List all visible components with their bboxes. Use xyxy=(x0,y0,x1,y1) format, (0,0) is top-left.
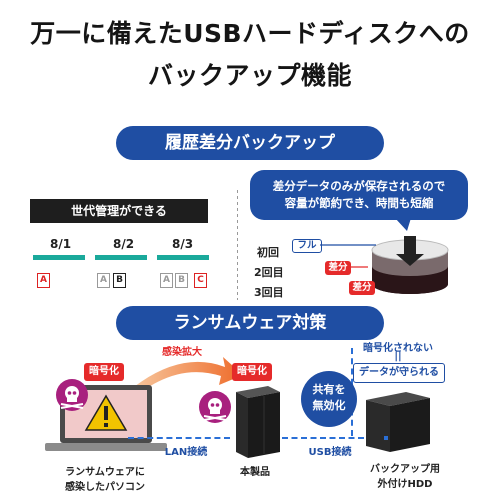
product-caption: 本製品 xyxy=(240,467,270,478)
badge-line2: 無効化 xyxy=(312,399,346,412)
tag-diff-3: 差分 xyxy=(349,281,375,295)
page-title-line2: バックアップ機能 xyxy=(147,61,352,90)
bubble-text-line1: 差分データのみが保存されるので xyxy=(272,179,446,193)
lan-connection-line xyxy=(128,437,230,439)
nas-product-icon xyxy=(236,386,280,458)
file-icon-b: B xyxy=(113,273,126,288)
row-label-second: 2回目 xyxy=(254,266,284,279)
page-title-line1: 万一に備えたUSBハードディスクへの xyxy=(30,19,470,48)
disable-sharing-badge: 共有を 無効化 xyxy=(301,371,357,427)
lan-label: LAN接続 xyxy=(164,447,208,458)
date-label: 8/1 xyxy=(50,237,72,251)
hdd-caption-line1: バックアップ用 xyxy=(370,464,440,475)
hdd-caption: バックアップ用 外付けHDD xyxy=(360,460,450,490)
usb-connection-line xyxy=(282,437,364,439)
badge-line1: 共有を xyxy=(312,383,346,396)
date-label: 8/2 xyxy=(113,237,135,251)
encrypt-tag-product: 暗号化 xyxy=(232,363,272,381)
section2-heading: ランサムウェア対策 xyxy=(116,306,384,340)
equals-mark: || xyxy=(394,351,402,362)
file-icon-a: A xyxy=(37,273,50,288)
timeline-segment xyxy=(95,255,147,260)
row-label-third: 3回目 xyxy=(254,286,284,299)
not-encrypted-label: 暗号化されない xyxy=(363,343,433,354)
bubble-text-line2: 容量が節約でき、時間も短縮 xyxy=(284,196,434,210)
file-icon-a-previous: A xyxy=(97,273,110,288)
date-label: 8/3 xyxy=(172,237,194,251)
file-icon-c: C xyxy=(194,273,207,288)
infection-label: 感染拡大 xyxy=(154,343,210,358)
pc-caption-line1: ランサムウェアに xyxy=(65,467,145,478)
disk-cylinder-icon xyxy=(371,236,449,294)
tag-full: フル xyxy=(292,239,322,253)
timeline-segment xyxy=(157,255,209,260)
pc-caption: ランサムウェアに 感染したパソコン xyxy=(40,463,170,493)
row-label-first: 初回 xyxy=(257,246,279,259)
hdd-caption-line2: 外付けHDD xyxy=(377,479,433,490)
data-protected-label: データが守られる xyxy=(353,363,445,383)
divider xyxy=(237,190,238,300)
tag-connector-lines xyxy=(320,244,376,268)
file-icon-b-previous: B xyxy=(175,273,188,288)
file-icon-a-previous: A xyxy=(160,273,173,288)
encrypt-tag-pc: 暗号化 xyxy=(84,363,124,381)
ransomware-skull-icon xyxy=(56,379,88,411)
bubble-tail xyxy=(395,218,411,231)
generation-banner: 世代管理ができる xyxy=(30,199,208,223)
external-hdd-icon xyxy=(366,392,430,452)
section1-heading: 履歴差分バックアップ xyxy=(116,126,384,160)
ransomware-skull-icon xyxy=(199,391,231,423)
usb-label: USB接続 xyxy=(308,447,352,458)
timeline-segment xyxy=(33,255,85,260)
pc-caption-line2: 感染したパソコン xyxy=(65,482,145,493)
tag-diff-2: 差分 xyxy=(325,261,351,275)
diff-explanation-bubble: 差分データのみが保存されるので 容量が節約でき、時間も短縮 xyxy=(250,170,468,220)
infection-arrow xyxy=(130,357,243,393)
